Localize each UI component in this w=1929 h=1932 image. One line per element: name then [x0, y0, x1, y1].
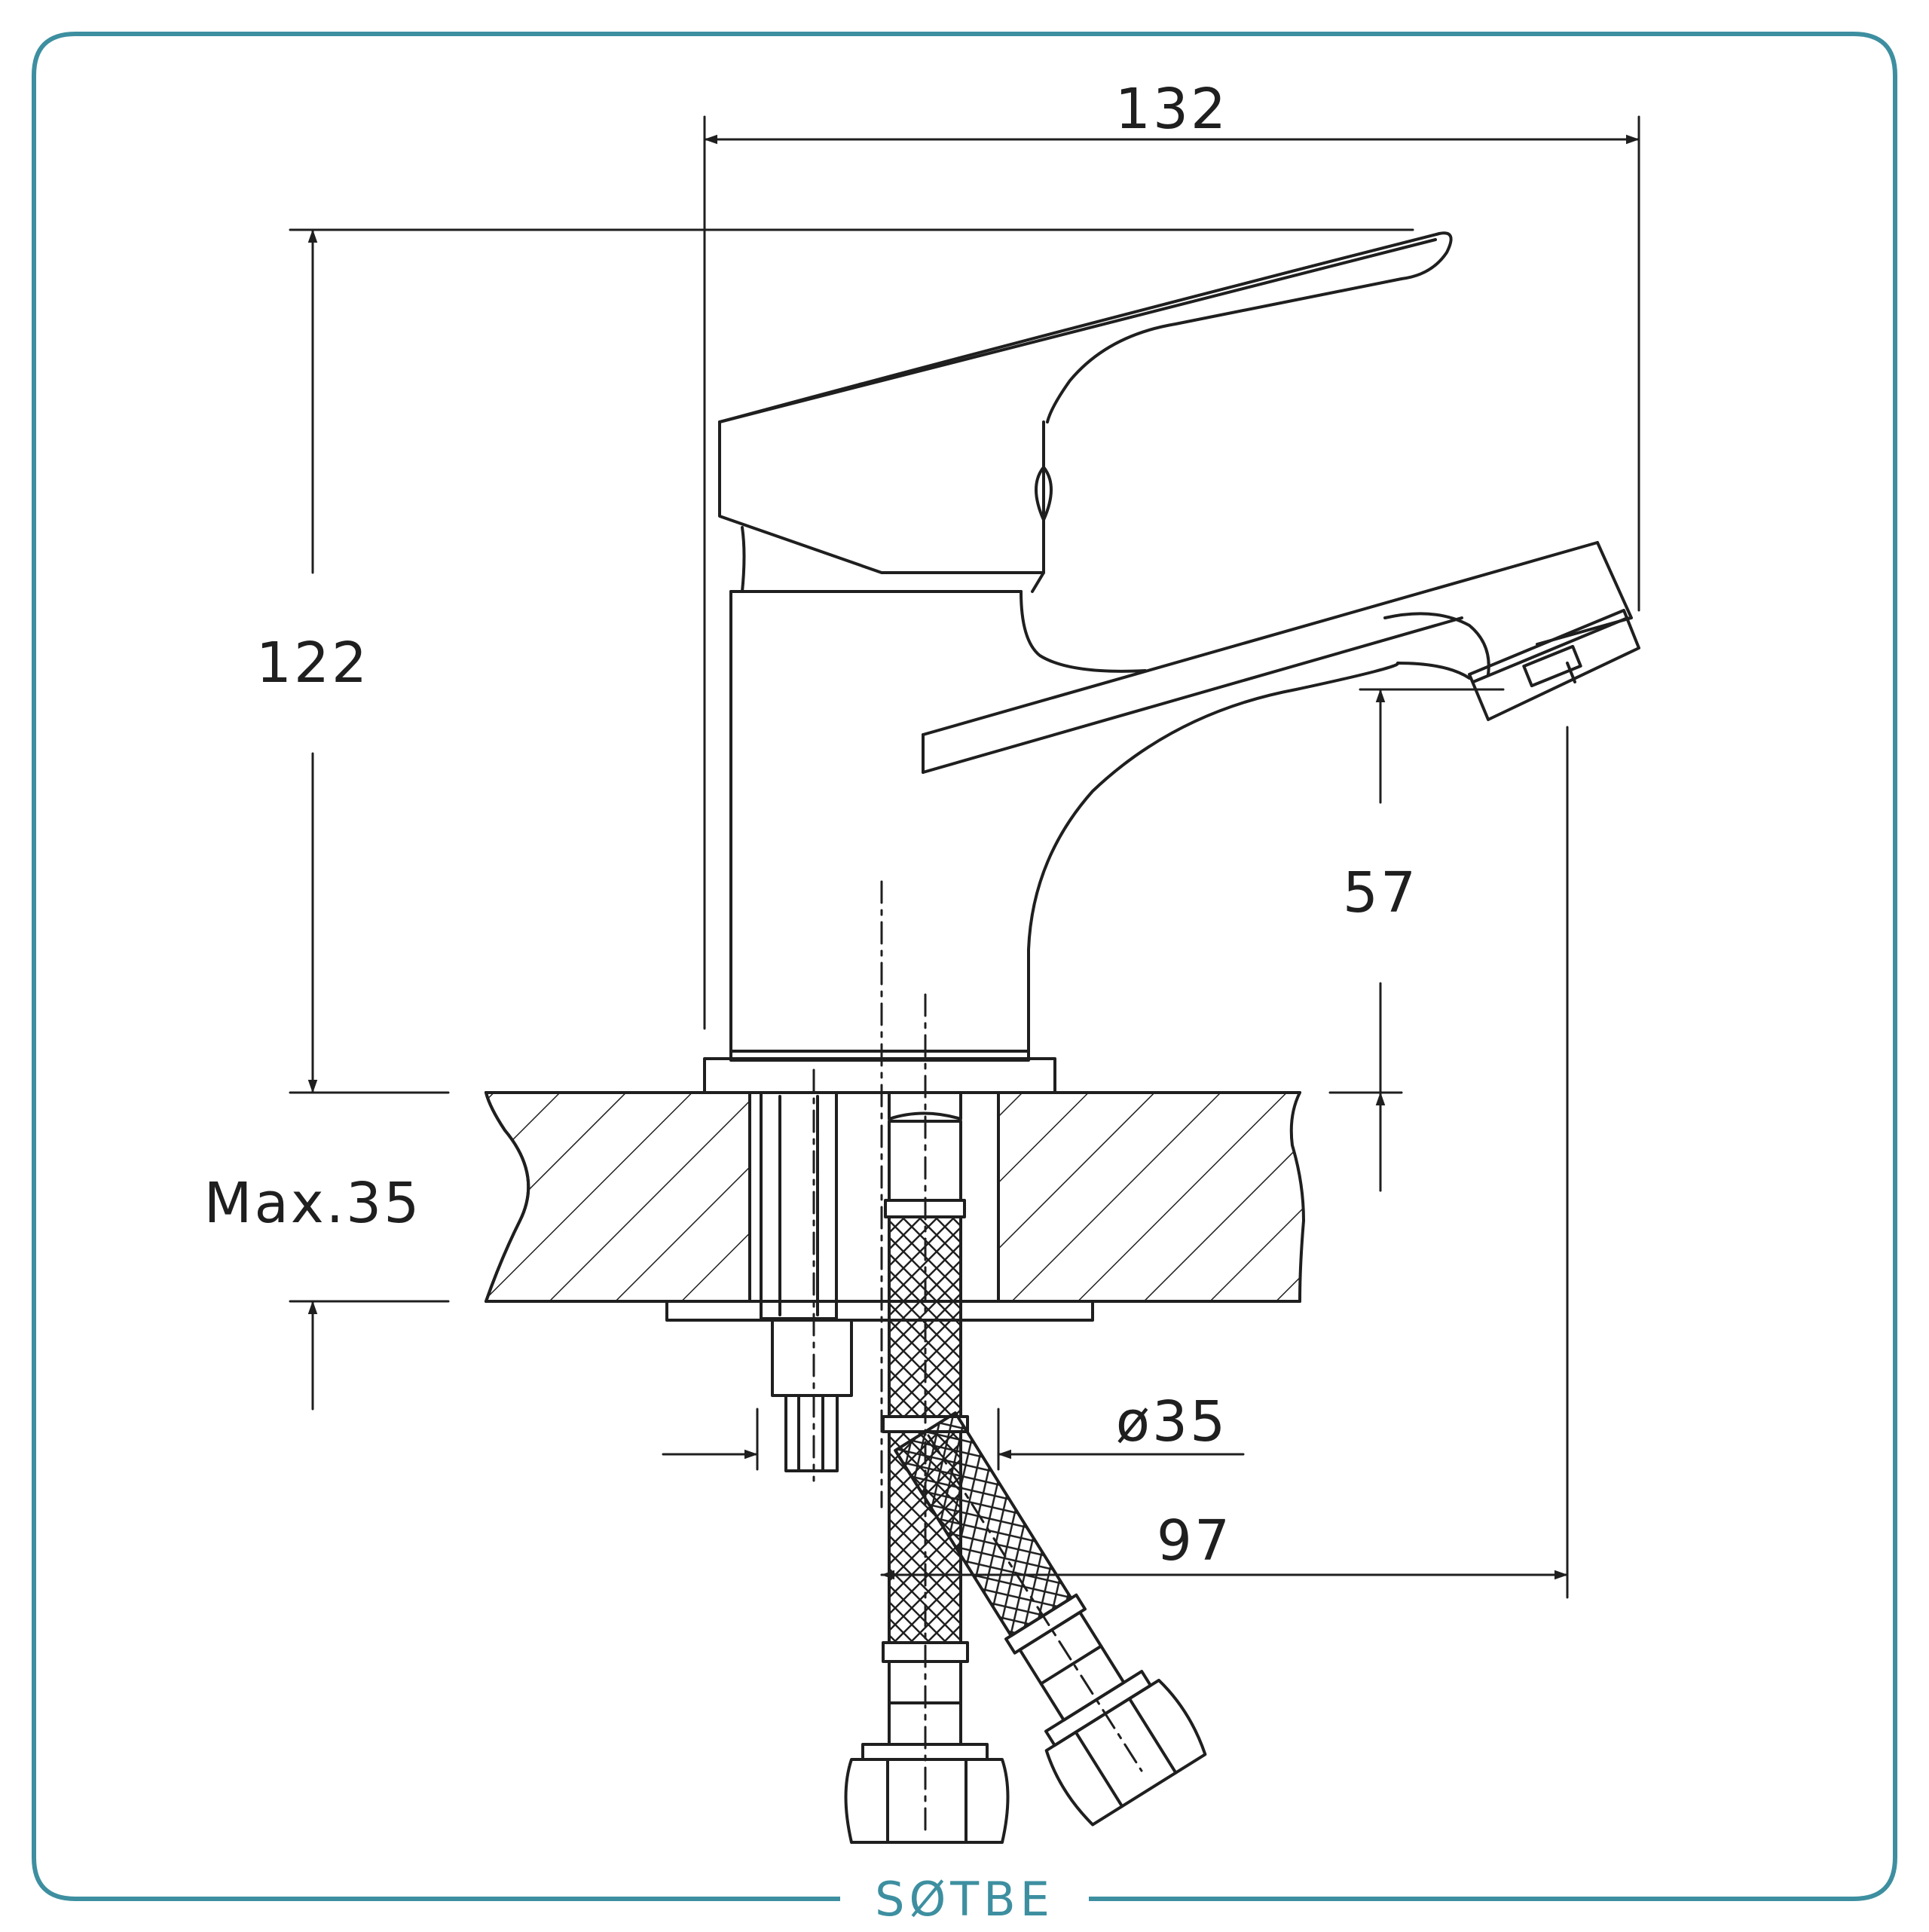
center-lines — [812, 880, 1143, 1833]
dim-total-width: 132 — [1115, 77, 1228, 142]
dim-hole-diameter: ø35 — [1116, 1389, 1227, 1454]
faucet-body — [703, 541, 1640, 1094]
faucet-lever — [718, 231, 1453, 673]
dim-total-height: 122 — [256, 631, 369, 695]
dim-max-deck-thickness: Max.35 — [204, 1171, 422, 1236]
dim-spout-reach: 97 — [1157, 1509, 1232, 1573]
dimension-lines — [289, 115, 1640, 1599]
countertop-section — [485, 1091, 1305, 1322]
brand-logo: SØTBE — [875, 1872, 1054, 1927]
frame-border — [32, 32, 1897, 1901]
dim-spout-height: 57 — [1343, 861, 1418, 925]
mounting-stud — [760, 1091, 853, 1472]
